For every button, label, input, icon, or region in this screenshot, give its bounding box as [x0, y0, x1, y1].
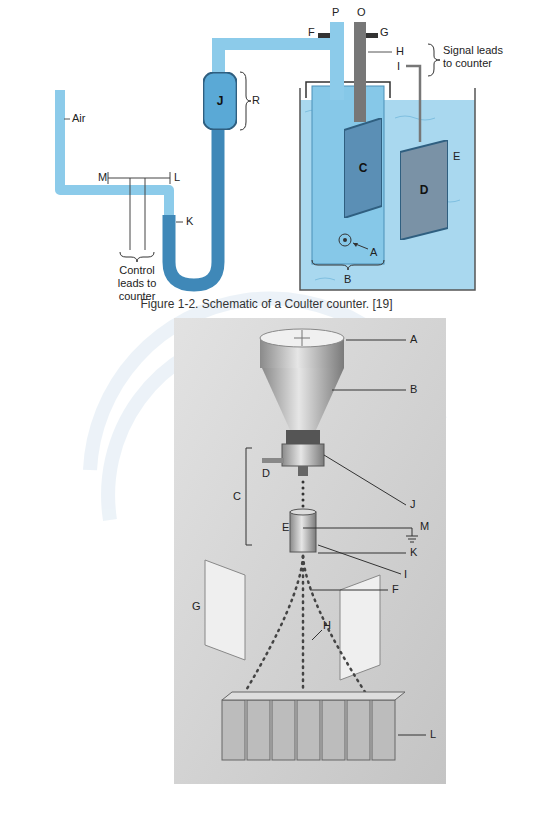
callout-letter: B [410, 383, 417, 396]
callout-letter: F [392, 583, 399, 596]
callout-letter: E [453, 150, 460, 163]
callout-letter: D [262, 467, 270, 480]
callout-letter: A [410, 333, 417, 346]
electrode: C [344, 118, 382, 218]
callout-letter: F [308, 26, 315, 39]
electrode: D [400, 140, 448, 240]
part-letter: J [217, 94, 224, 108]
callout-letter: I [404, 568, 407, 581]
callout-letter: B [344, 273, 351, 286]
callout-letter: O [357, 6, 366, 19]
callout-letter: I [397, 60, 400, 73]
callout-letter: G [380, 26, 389, 39]
callout-letter: K [186, 215, 193, 228]
callout-letter: M [420, 520, 429, 533]
callout-letter: R [252, 94, 260, 107]
figure-caption: Figure 1-2. Schematic of a Coulter count… [0, 297, 533, 311]
callout-letter: H [396, 45, 404, 58]
callout-letter: L [430, 728, 436, 741]
callout-letter: C [233, 490, 241, 503]
callout-letter: J [410, 498, 416, 511]
reservoir: J [203, 72, 237, 130]
callout-letter: H [323, 619, 331, 632]
callout-letter: G [192, 600, 201, 613]
part-letter: C [359, 161, 368, 175]
part-letter: D [420, 183, 429, 197]
callout-letter: M [98, 171, 107, 184]
callout-letter: L [174, 171, 180, 184]
callout-letter: P [332, 6, 339, 19]
lead-note: Signal leads to counter [443, 44, 515, 70]
callout-letter: E [282, 521, 289, 534]
callout-letter: A [370, 246, 377, 259]
callout-letter: K [410, 546, 417, 559]
callout-letter: Air [72, 112, 85, 125]
